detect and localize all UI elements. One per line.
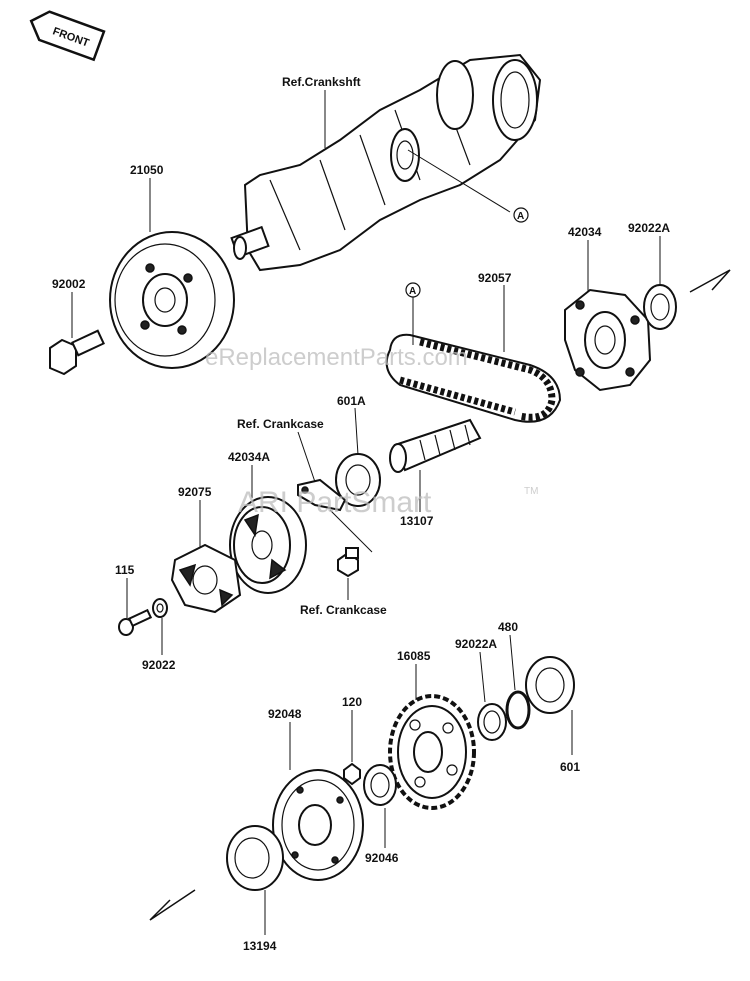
label-92048: 92048 <box>268 707 302 721</box>
crankcase-bracket <box>297 478 347 512</box>
washer-92022 <box>152 598 168 618</box>
point-a-label-2: A <box>409 286 416 297</box>
label-92022A-top: 92022A <box>628 221 670 235</box>
bolt-115 <box>118 608 153 636</box>
needle-bearing-92046 <box>363 764 397 806</box>
housing-92048 <box>272 769 364 881</box>
leader-lines <box>71 90 661 935</box>
watermark-ari-partsmart: ARI PartSmart <box>238 486 432 519</box>
damper-92075 <box>170 543 242 614</box>
point-a-marker-2: A <box>405 282 421 298</box>
circlip-480 <box>505 690 531 730</box>
label-601A: 601A <box>337 394 366 408</box>
label-13194: 13194 <box>243 939 277 953</box>
shaft-13107 <box>389 418 482 473</box>
label-42034: 42034 <box>568 225 602 239</box>
label-ref-crankcase-bottom: Ref. Crankcase <box>300 603 387 617</box>
sprocket-42034 <box>564 288 652 392</box>
label-480: 480 <box>498 620 518 634</box>
washer-92022A-top <box>643 284 677 330</box>
hub-42034A <box>229 496 307 594</box>
point-a-marker-1: A <box>513 207 529 223</box>
label-115: 115 <box>115 563 135 577</box>
crankshaft <box>230 53 542 272</box>
label-13107: 13107 <box>400 514 434 528</box>
chain-92057 <box>385 333 562 423</box>
label-92002: 92002 <box>52 277 86 291</box>
gear-16085 <box>388 694 476 810</box>
pulley-21050 <box>109 231 235 369</box>
watermark-ereplacementparts: eReplacementParts.com <box>205 344 468 371</box>
washer-92022A-bottom <box>477 703 507 741</box>
label-92022: 92022 <box>142 658 176 672</box>
bolt-120 <box>343 762 361 786</box>
label-21050: 21050 <box>130 163 164 177</box>
label-16085: 16085 <box>397 649 431 663</box>
crankcase-bolt <box>337 547 359 578</box>
direction-arrows <box>149 269 731 921</box>
watermark-tm: TM <box>524 486 538 497</box>
label-92075: 92075 <box>178 485 212 499</box>
seal-13194 <box>226 825 284 891</box>
label-ref-crankshaft: Ref.Crankshft <box>282 75 361 89</box>
front-arrow-badge: FRONT <box>29 10 106 62</box>
point-a-label-1: A <box>517 211 524 222</box>
label-42034A: 42034A <box>228 450 270 464</box>
label-92046: 92046 <box>365 851 399 865</box>
label-ref-crankcase-top: Ref. Crankcase <box>237 417 324 431</box>
bearing-601 <box>525 656 575 714</box>
label-120: 120 <box>342 695 362 709</box>
bolt-92002 <box>49 329 105 376</box>
label-92022A-bottom: 92022A <box>455 637 497 651</box>
label-601: 601 <box>560 760 580 774</box>
label-92057: 92057 <box>478 271 512 285</box>
